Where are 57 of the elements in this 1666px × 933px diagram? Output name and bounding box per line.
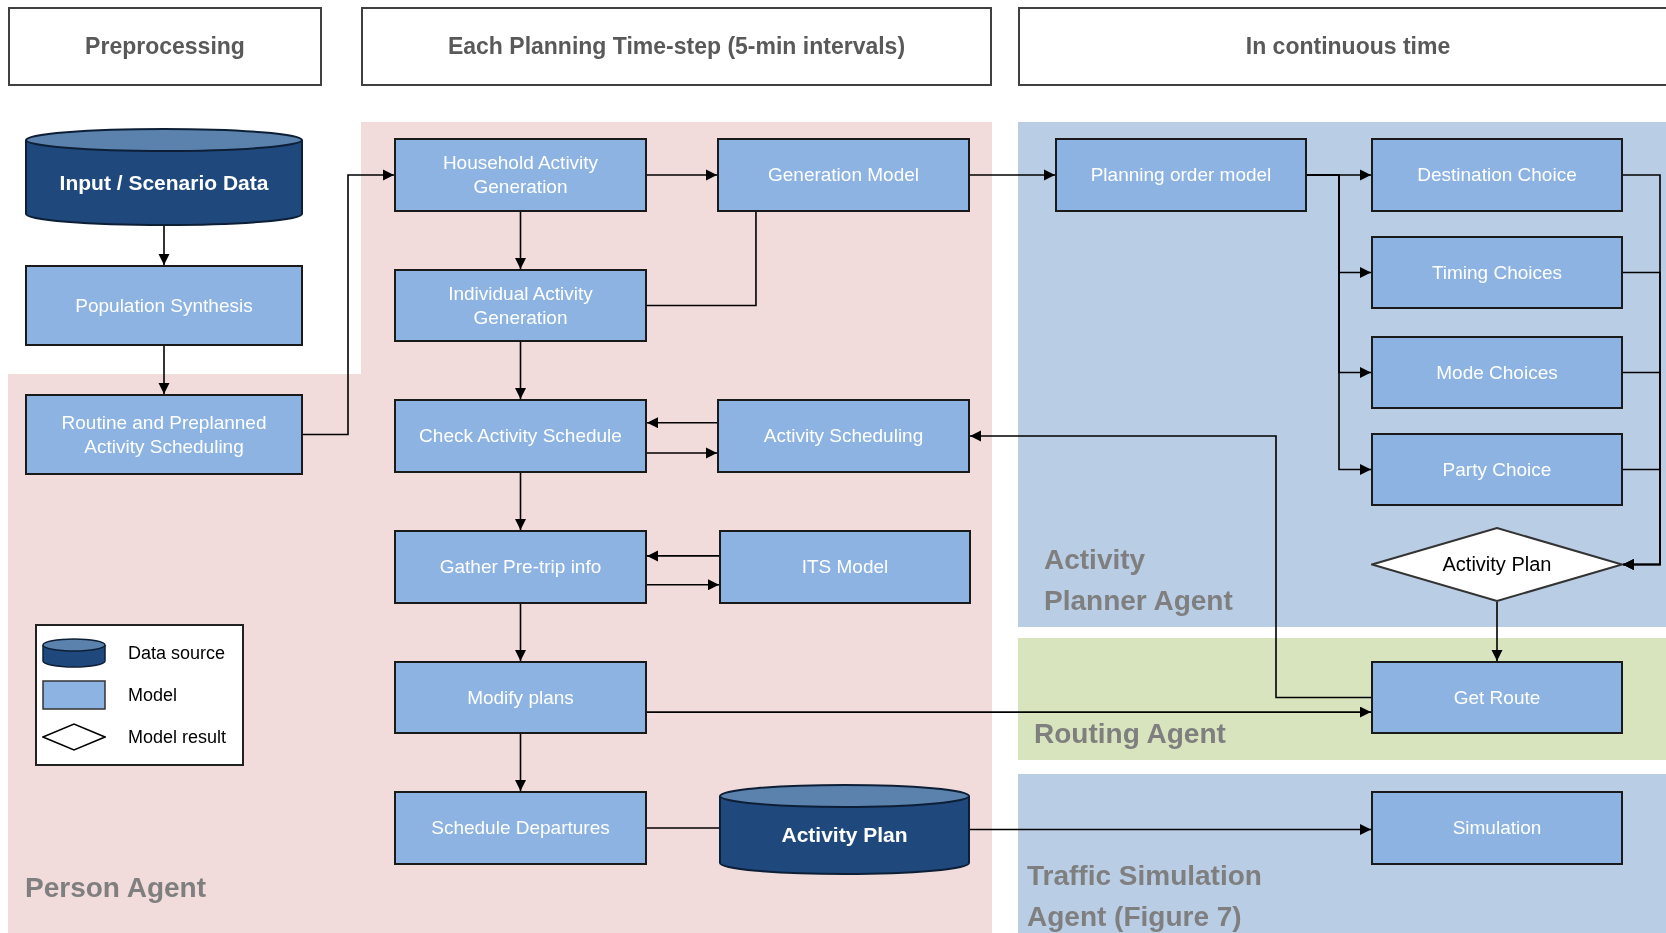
process-box: Schedule Departures [394, 791, 647, 865]
process-box: Planning order model [1055, 138, 1307, 212]
arrow [646, 706, 1372, 718]
process-box: ITS Model [719, 530, 971, 604]
arrow [1491, 601, 1503, 662]
region-label: Traffic Simulation Agent (Figure 7) [1027, 859, 1263, 933]
region-label: Person Agent [25, 871, 207, 905]
process-box: Timing Choices [1371, 236, 1623, 309]
process-box: Mode Choices [1371, 336, 1623, 409]
arrow [646, 550, 720, 562]
arrow [969, 169, 1056, 181]
arrow [969, 430, 1372, 699]
process-box: Household Activity Generation [394, 138, 647, 212]
process-box: Activity Scheduling [717, 399, 970, 473]
legend-label: Model result [128, 725, 227, 749]
process-box: Gather Pre-trip info [394, 530, 647, 604]
database-cylinder: Input / Scenario Data [25, 128, 303, 226]
process-box: Modify plans [394, 661, 647, 734]
legend-label: Data source [128, 641, 226, 665]
process-box: Get Route [1371, 661, 1623, 734]
column-header: Preprocessing [8, 7, 322, 86]
arrow [514, 472, 527, 531]
column-header: In continuous time [1018, 7, 1666, 86]
agent-region [1018, 122, 1666, 627]
connector-line [646, 211, 757, 307]
process-box: Population Synthesis [25, 265, 303, 346]
arrow [158, 225, 170, 266]
arrow [514, 211, 527, 270]
decision-diamond: Activity Plan [1371, 527, 1623, 602]
column-header: Each Planning Time-step (5-min intervals) [361, 7, 992, 86]
process-box: Party Choice [1371, 433, 1623, 506]
process-box: Check Activity Schedule [394, 399, 647, 473]
arrow [514, 733, 527, 792]
arrow [158, 345, 170, 395]
region-label: Activity Planner Agent [1044, 543, 1234, 618]
arrow [514, 603, 527, 662]
arrow [302, 169, 395, 436]
arrow [646, 447, 718, 459]
process-box: Routine and Preplanned Activity Scheduling [25, 394, 303, 475]
arrow [514, 341, 527, 400]
process-box: Destination Choice [1371, 138, 1623, 212]
arrow [646, 579, 720, 591]
arrow [646, 169, 718, 181]
legend-label: Model [128, 683, 178, 707]
process-box: Individual Activity Generation [394, 269, 647, 342]
process-box: Simulation [1371, 791, 1623, 865]
process-box: Generation Model [717, 138, 970, 212]
agent-region [8, 122, 992, 933]
connector-line [646, 827, 720, 829]
region-label: Routing Agent [1034, 717, 1227, 751]
agent-region [1018, 774, 1666, 933]
database-cylinder: Activity Plan [719, 784, 970, 875]
arrow [969, 823, 1372, 836]
arrow [1306, 174, 1372, 476]
agent-region [1018, 638, 1666, 760]
arrow [1622, 468, 1661, 571]
arrow [646, 417, 718, 429]
